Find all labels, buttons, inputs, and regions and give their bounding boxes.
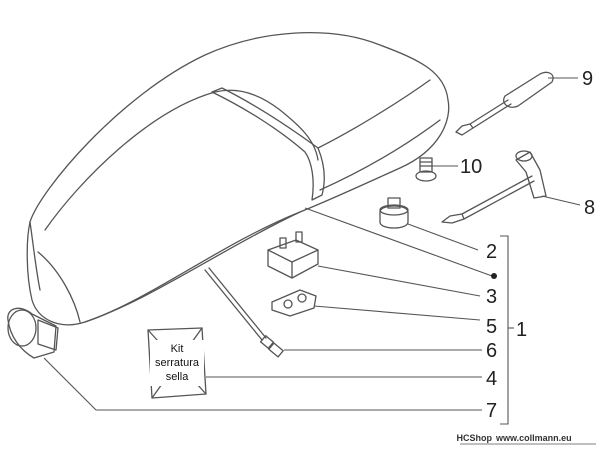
kit-label-line-1: Kit [171,343,184,355]
part-4-kit-box: Kit serratura sella [147,327,482,399]
callout-9: 9 [582,68,593,90]
callout-10: 10 [460,156,482,178]
part-10-screw [415,157,458,182]
seat-leader [304,207,493,277]
callout-6: 6 [486,340,497,362]
credit-brand: HCShop [457,433,493,443]
seat [26,32,450,326]
callout-8: 8 [584,197,595,219]
part-9-screwdriver [455,71,578,136]
callout-5: 5 [486,316,497,338]
part-8-t-wrench [441,150,581,224]
assembly-bracket [500,235,509,425]
kit-label-line-3: sella [166,371,190,383]
part-7-lock-cylinder [7,307,482,411]
part-6-cable [204,267,482,358]
callout-3: 3 [486,286,497,308]
callout-1: 1 [516,319,527,341]
part-5-latch-plate [271,289,481,321]
kit-label-line-2: serratura [155,357,200,369]
part-2-rubber-buffer [379,197,479,251]
credit-url: www.collmann.eu [495,433,572,443]
callout-7: 7 [486,400,497,422]
part-3-rubber-bracket [267,231,481,297]
seat-leader-dot [491,273,497,279]
callout-2: 2 [486,241,497,263]
callout-4: 4 [486,368,497,390]
